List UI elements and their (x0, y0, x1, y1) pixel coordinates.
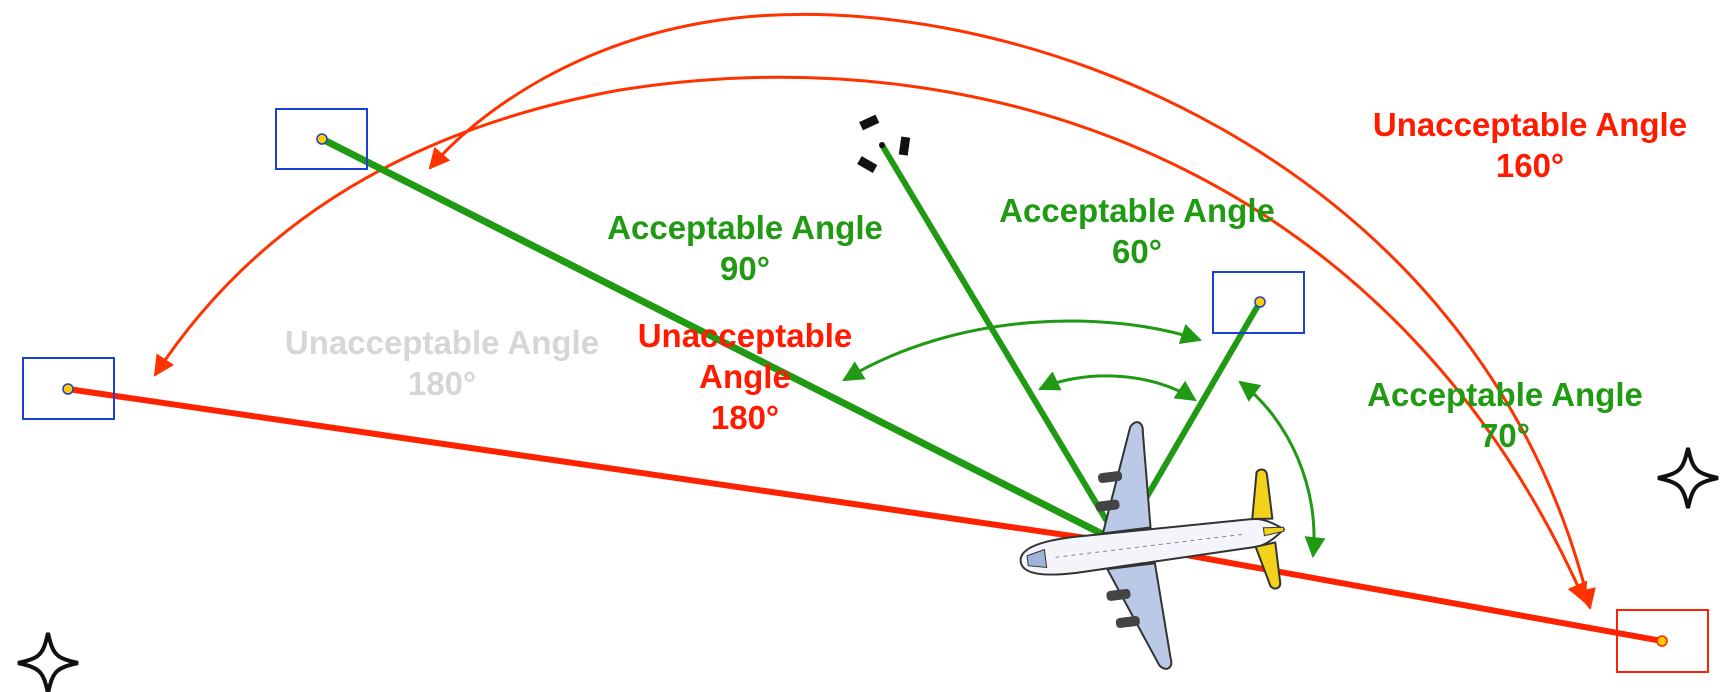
label-unacceptable-160: Unacceptable Angle 160° (1345, 104, 1715, 186)
unacc160-line2: 160° (1495, 147, 1565, 184)
acc70-line2: 70° (1480, 417, 1530, 454)
dashed-marker-icon (857, 114, 911, 173)
airplane-icon (1019, 421, 1286, 670)
faded-label-line2: 180° (407, 365, 477, 402)
unacc180-line3: 180° (710, 399, 780, 436)
four-point-star-icon-east (1657, 447, 1719, 509)
label-acceptable-60: Acceptable Angle 60° (977, 190, 1297, 272)
faded-label-line1: Unacceptable Angle (284, 324, 600, 361)
unacc180-line1: Unacceptable (637, 317, 853, 354)
acc60-line1: Acceptable Angle (999, 192, 1275, 229)
label-faded-unacceptable-180: Unacceptable Angle 180° (262, 322, 622, 404)
arc-180-red (153, 75, 1588, 604)
bearing-line-west (67, 386, 1121, 546)
acc60-line2: 60° (1112, 233, 1162, 270)
arc-90 (842, 319, 1202, 382)
label-unacceptable-180: Unacceptable Angle 180° (585, 315, 905, 438)
acc70-line1: Acceptable Angle (1367, 376, 1643, 413)
unacc180-line2: Angle (699, 358, 791, 395)
station-northwest (275, 108, 368, 170)
arc-60 (1038, 371, 1197, 402)
arc-70 (1238, 380, 1326, 559)
four-point-star-icon (17, 632, 79, 692)
station-west (22, 357, 115, 420)
unacc160-line1: Unacceptable Angle (1372, 106, 1688, 143)
bearing-line-east (1119, 540, 1663, 644)
acc90-line1: Acceptable Angle (607, 209, 883, 246)
bearing-line-northwest (320, 135, 1122, 547)
station-east-red (1616, 609, 1709, 673)
arc-160-outer (428, 12, 1596, 611)
label-acceptable-90: Acceptable Angle 90° (585, 207, 905, 289)
bearing-line-north (879, 143, 1123, 545)
acc90-line2: 90° (720, 250, 770, 287)
label-acceptable-70: Acceptable Angle 70° (1345, 374, 1665, 456)
station-northeast (1212, 271, 1305, 334)
